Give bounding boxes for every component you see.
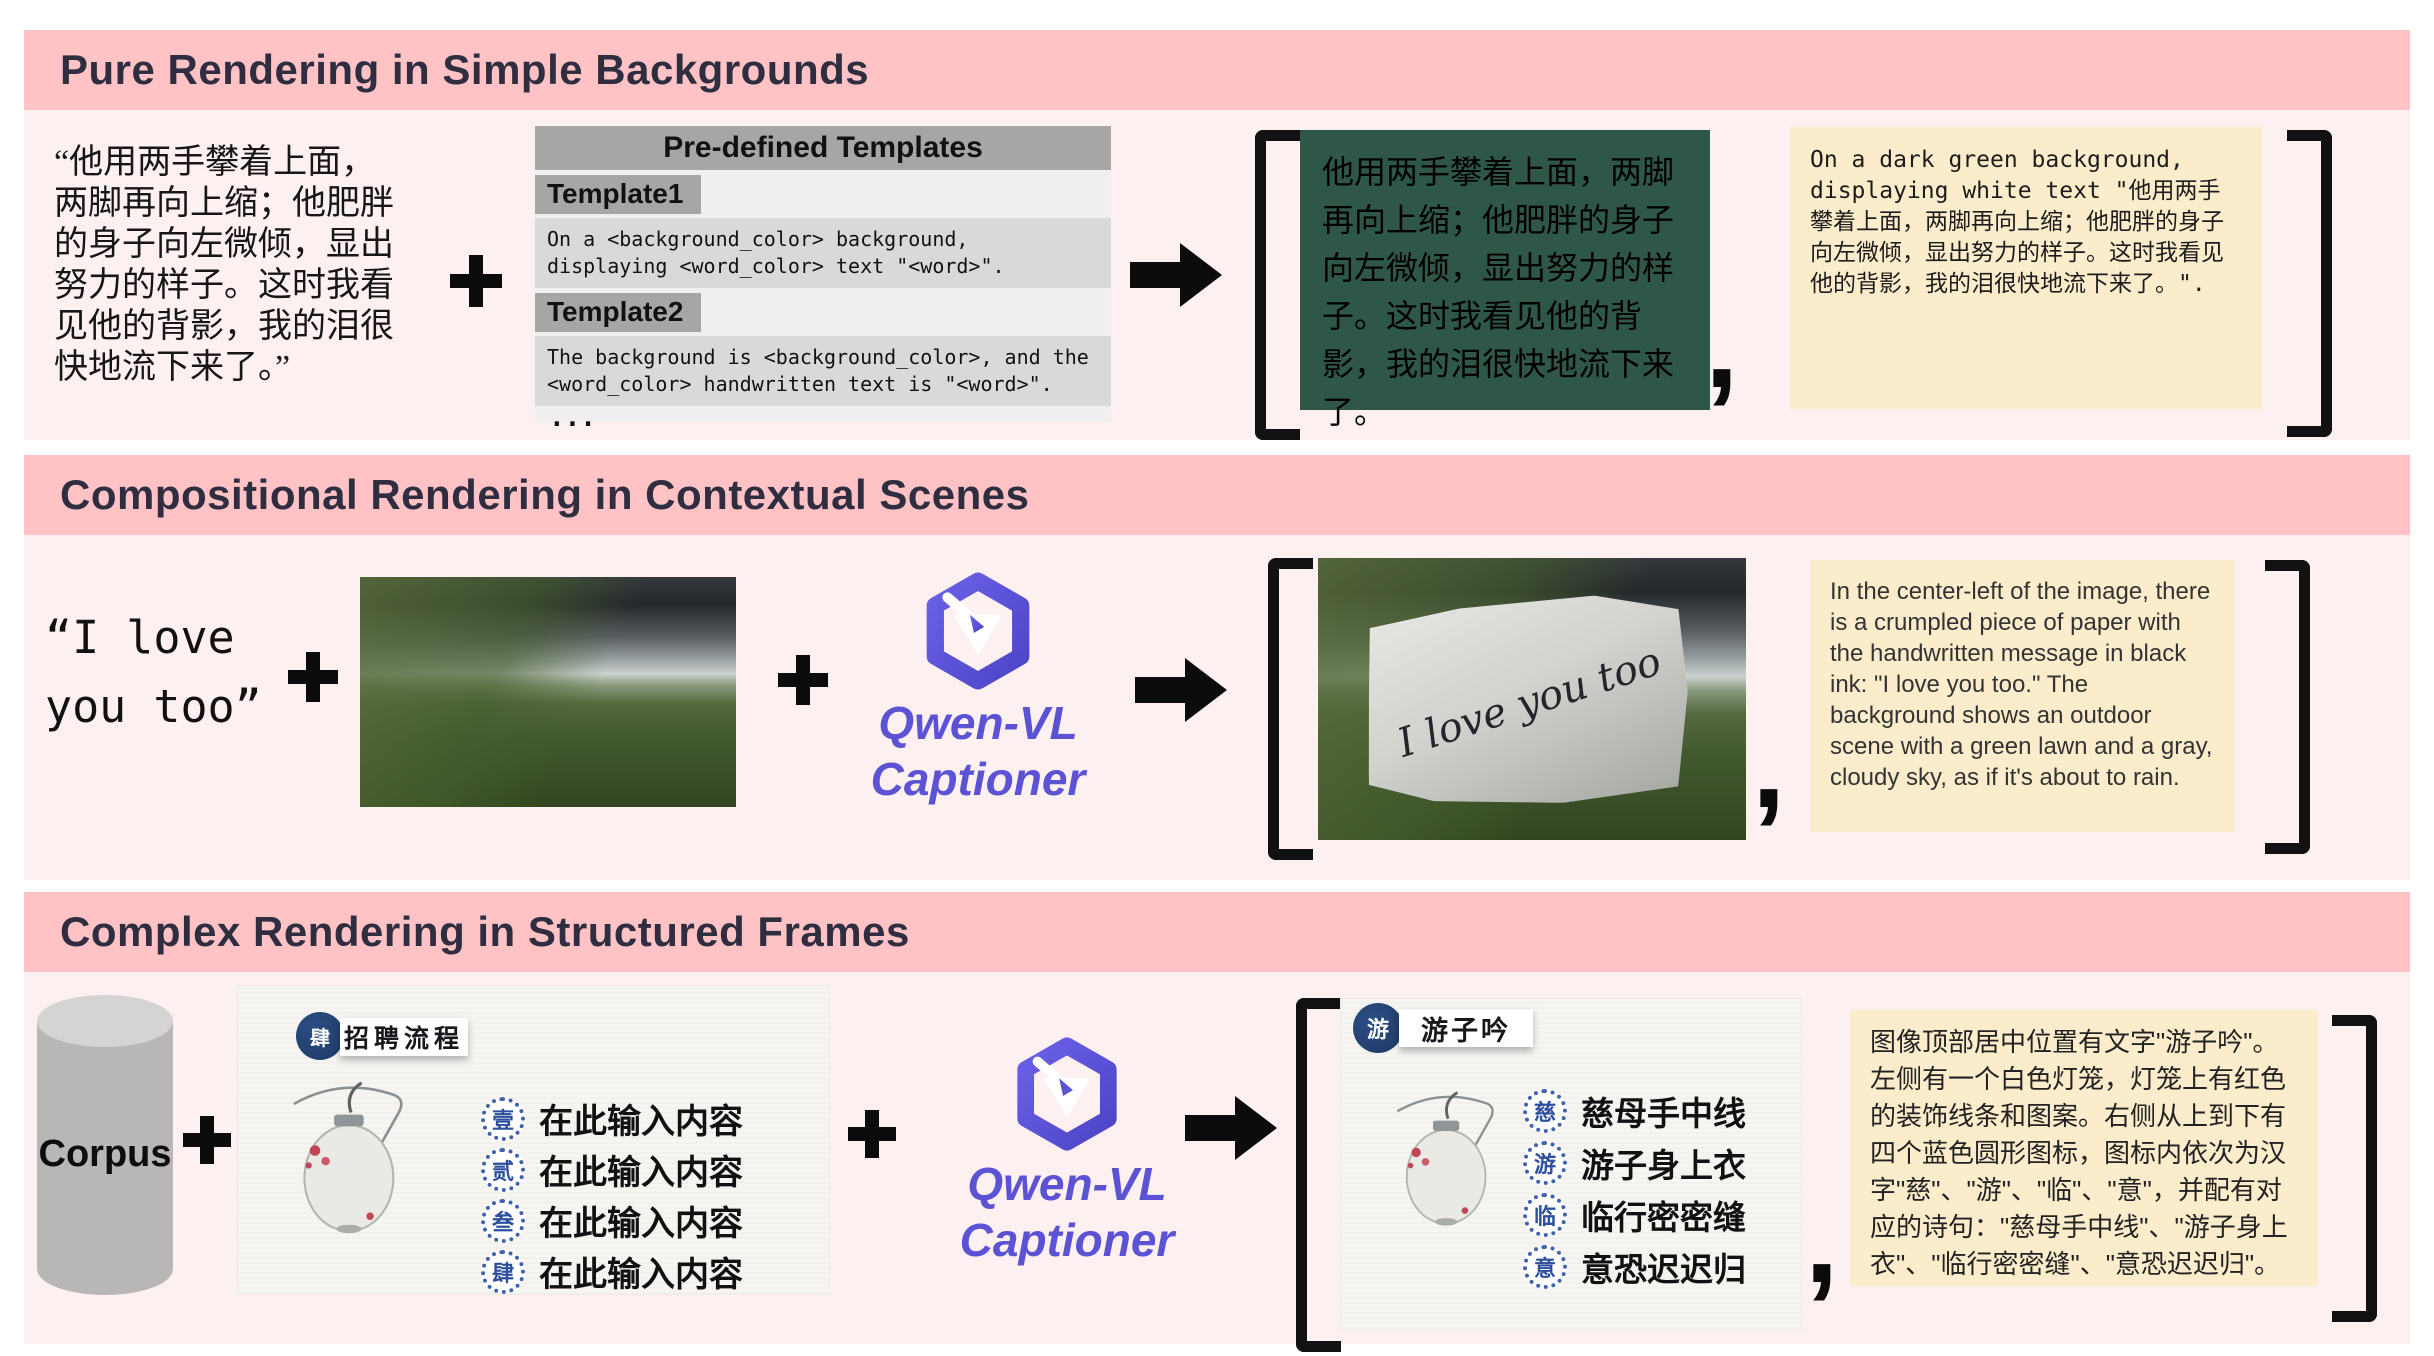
char-badge-icon: 慈 [1523, 1089, 1567, 1133]
number-badge-icon: 肆 [481, 1249, 525, 1294]
section-compositional-rendering: Compositional Rendering in Contextual Sc… [24, 455, 2410, 880]
bracket-right-icon [2287, 130, 2332, 437]
template2-text: The background is <background_color>, an… [535, 336, 1111, 406]
plus-icon [183, 1116, 231, 1164]
crumpled-paper: I love you too [1363, 592, 1692, 809]
cylinder-top [37, 995, 173, 1047]
input-quote-text: “I love you too” [45, 611, 262, 733]
list-item: 慈 慈母手中线 [1523, 1087, 1746, 1135]
list-item: 贰 在此输入内容 [481, 1145, 743, 1194]
char-badge-icon: 临 [1523, 1193, 1567, 1237]
template-frame-image: 肆 招聘流程 壹 在此输入内容 贰 在此输入内容 [237, 985, 830, 1295]
number-badge-icon: 壹 [481, 1096, 525, 1141]
bracket-left-icon [1268, 558, 1313, 860]
comma-separator: , [1805, 1174, 1839, 1308]
lantern-icon [1396, 1091, 1494, 1226]
list-item: 肆 在此输入内容 [481, 1247, 743, 1296]
templates-ellipsis: ... [549, 403, 596, 433]
bracket-left-icon [1255, 130, 1300, 440]
page-title: Complex Rendering in Structured Frames [60, 908, 910, 955]
number-badge-icon: 叁 [481, 1198, 525, 1243]
caption-box: 图像顶部居中位置有文字"游子吟"。左侧有一个白色灯笼，灯笼上有红色的装饰线条和图… [1850, 1010, 2318, 1286]
bracket-right-icon [2332, 1015, 2377, 1322]
qwen-name-line2: Captioner [959, 1214, 1175, 1266]
plus-icon [450, 255, 502, 307]
section-header-bar: Pure Rendering in Simple Backgrounds [24, 30, 2410, 110]
qwen-vl-captioner: Qwen-VL Captioner [836, 567, 1120, 807]
page-title: Pure Rendering in Simple Backgrounds [60, 46, 870, 93]
bracket-right-icon [2265, 560, 2310, 854]
list-item: 意 意恐迟迟归 [1523, 1243, 1746, 1291]
corpus-label: Corpus [38, 1133, 172, 1175]
template1-label: Template1 [535, 175, 702, 214]
plus-icon [848, 1110, 896, 1158]
list-item: 叁 在此输入内容 [481, 1196, 743, 1245]
predefined-templates-box: Pre-defined Templates Template1 On a <ba… [535, 126, 1111, 431]
input-landscape-image [360, 577, 736, 807]
rendered-chalkboard-image: 他用两手攀着上面，两脚再向上缩；他肥胖的身子向左微倾，显出努力的样子。这时我看见… [1300, 130, 1710, 431]
corpus-cylinder: Corpus [37, 995, 173, 1295]
frame-title: 招聘流程 [340, 1018, 468, 1056]
plus-icon [288, 652, 338, 702]
frame-title: 游子吟 [1399, 1009, 1533, 1047]
qwen-logo-icon [926, 572, 1030, 690]
handwritten-message: I love you too [1392, 638, 1667, 767]
page-title: Compositional Rendering in Contextual Sc… [60, 471, 1030, 518]
template2-label: Template2 [535, 293, 702, 332]
char-badge-icon: 游 [1523, 1141, 1567, 1185]
section-complex-rendering: Complex Rendering in Structured Frames C… [24, 892, 2410, 1352]
number-badge-icon: 贰 [481, 1147, 525, 1192]
templates-box-header: Pre-defined Templates [535, 126, 1111, 170]
output-landscape-image: I love you too [1318, 558, 1746, 840]
qwen-name-line1: Qwen-VL [878, 697, 1078, 749]
qwen-name-line2: Captioner [870, 753, 1086, 805]
arrow-right-icon [1185, 1096, 1277, 1160]
qwen-logo-icon [1017, 1037, 1117, 1151]
qwen-vl-captioner: Qwen-VL Captioner [922, 1032, 1212, 1268]
caption-box: On a dark green background, displaying w… [1790, 127, 2262, 409]
caption-box: In the center-left of the image, there i… [1810, 560, 2235, 832]
cylinder-bottom [37, 1243, 173, 1295]
list-item: 临 临行密密缝 [1523, 1191, 1746, 1239]
template-row-list: 壹 在此输入内容 贰 在此输入内容 叁 在此输入内容 肆 在此输入内容 [481, 1094, 743, 1298]
title-badge-icon: 游 [1353, 1003, 1403, 1053]
list-item: 壹 在此输入内容 [481, 1094, 743, 1143]
char-badge-icon: 意 [1523, 1245, 1567, 1289]
comma-separator: , [1752, 699, 1786, 833]
section-header-bar: Complex Rendering in Structured Frames [24, 892, 2410, 972]
input-quote-text: “他用两手攀着上面， 两脚再向上缩；他肥胖 的身子向左微倾，显出 努力的样子。这… [54, 144, 394, 386]
comma-separator: , [1705, 279, 1739, 413]
bracket-left-icon [1296, 998, 1341, 1352]
section-header-bar: Compositional Rendering in Contextual Sc… [24, 455, 2410, 535]
title-badge-icon: 肆 [296, 1012, 344, 1060]
poem-row-list: 慈 慈母手中线 游 游子身上衣 临 临行密密缝 意 意恐迟迟归 [1523, 1087, 1746, 1295]
lantern-icon [293, 1081, 403, 1234]
list-item: 游 游子身上衣 [1523, 1139, 1746, 1187]
plus-icon [778, 655, 828, 705]
arrow-right-icon [1130, 243, 1222, 307]
output-frame-image: 游 游子吟 慈 慈母手中线 游 游子身上衣 [1340, 998, 1802, 1330]
section-pure-rendering: Pure Rendering in Simple Backgrounds “他用… [24, 30, 2410, 440]
qwen-name-line1: Qwen-VL [967, 1158, 1167, 1210]
template1-text: On a <background_color> background, disp… [535, 218, 1111, 288]
cylinder-body [37, 1021, 173, 1269]
arrow-right-icon [1135, 658, 1227, 722]
